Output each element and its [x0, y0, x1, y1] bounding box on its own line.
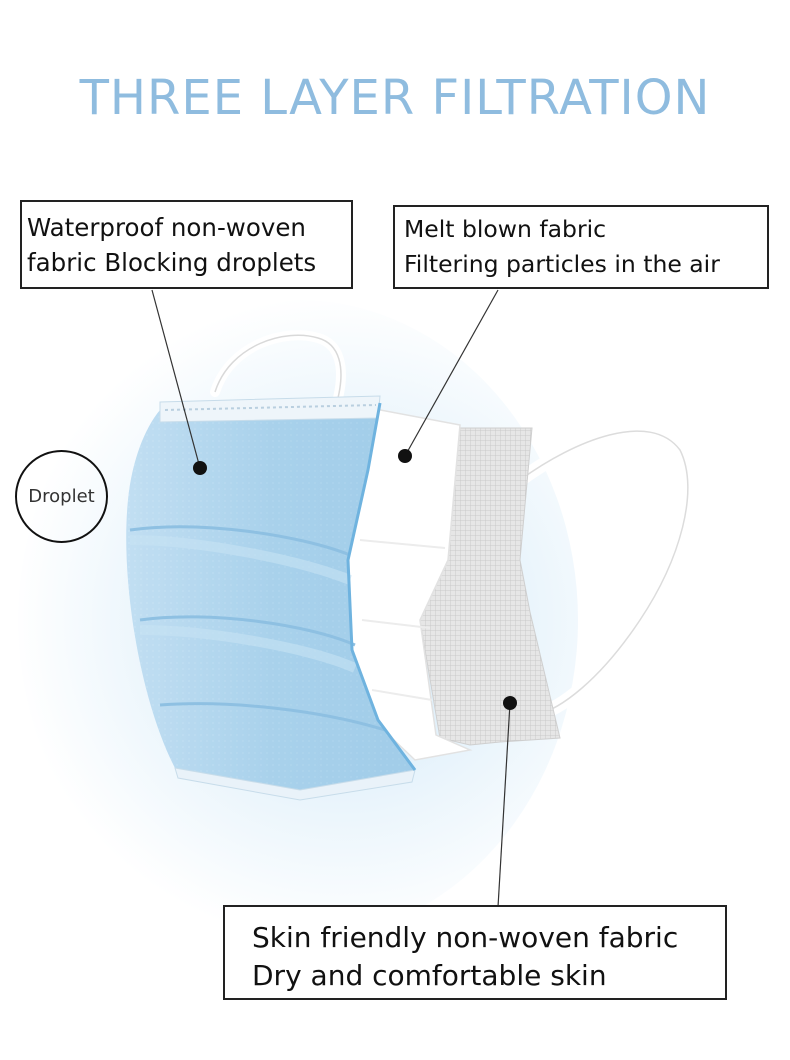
- left-ear-loop: [210, 330, 346, 403]
- pleat-2: [139, 615, 356, 647]
- outer-layer-line2: fabric Blocking droplets: [27, 248, 317, 277]
- inner-layer-line1: Skin friendly non-woven fabric: [252, 921, 679, 954]
- marker-dot-outer: [193, 461, 207, 475]
- leader-line-inner: [497, 702, 511, 908]
- inner-layer-line2: Dry and comfortable skin: [252, 959, 607, 992]
- side-edge: [346, 402, 417, 771]
- page-title: THREE LAYER FILTRATION: [79, 70, 711, 126]
- droplet-badge: Droplet: [15, 450, 108, 543]
- outer-layer-label: Waterproof non-woven fabric Blocking dro…: [20, 200, 353, 289]
- marker-dot-middle: [398, 449, 412, 463]
- marker-dot-inner: [503, 696, 517, 710]
- middle-layer-label: Melt blown fabric Filtering particles in…: [393, 205, 769, 289]
- leader-line-outer: [151, 289, 201, 469]
- chin-strip: [174, 767, 416, 801]
- pleat-3: [159, 702, 386, 732]
- middle-layer-line2: Filtering particles in the air: [404, 250, 720, 278]
- right-ear-loop: [513, 424, 695, 722]
- pleat-1: [129, 525, 351, 557]
- left-ear-loop-shadow: [214, 334, 342, 399]
- inner-layer-label: Skin friendly non-woven fabric Dry and c…: [223, 905, 727, 1000]
- outer-layer-line1: Waterproof non-woven: [27, 213, 306, 242]
- droplet-label: Droplet: [28, 486, 95, 507]
- nose-strip: [159, 395, 381, 423]
- leader-line-middle: [404, 289, 499, 457]
- right-ear-loop-edge: [519, 430, 689, 716]
- middle-layer-line1: Melt blown fabric: [404, 215, 607, 243]
